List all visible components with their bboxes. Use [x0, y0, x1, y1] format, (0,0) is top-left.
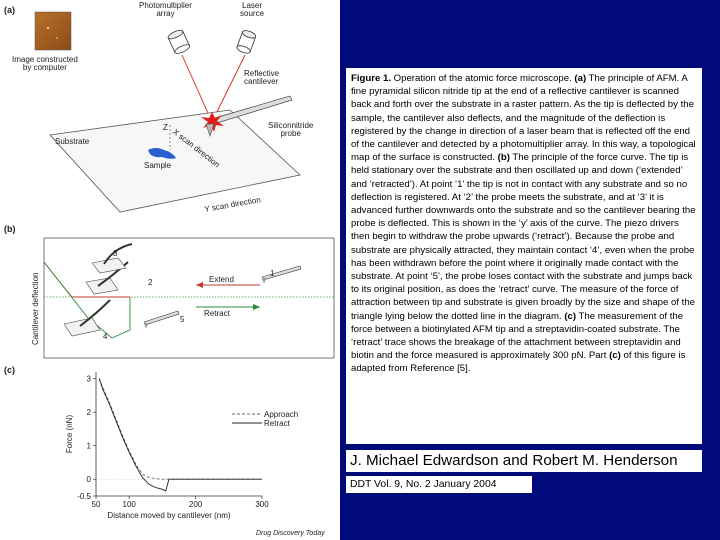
extend-label: Extend — [209, 276, 234, 284]
point-3-label: 3 — [113, 250, 117, 258]
point-5-label: 5 — [180, 316, 184, 324]
cantilever-deflection-label: Cantilever deflection — [32, 273, 40, 345]
x-axis-title: Distance moved by cantilever (nm) — [107, 511, 230, 520]
cantilever-state-1 — [262, 266, 301, 284]
y-tick-label: 0 — [87, 475, 92, 484]
caption-c-label: (c) — [564, 311, 576, 322]
cantilever-state-5 — [144, 311, 179, 329]
legend-label-retract: Retract — [264, 419, 291, 428]
panel-a-label: (a) — [4, 6, 15, 15]
y-axis-title: Force (nN) — [65, 415, 74, 454]
caption-figure-label: Figure 1. — [351, 73, 391, 84]
point-1-label: 1 — [270, 270, 274, 278]
afm-image-speck — [56, 37, 58, 39]
z-label: Z — [163, 124, 168, 132]
caption-text-2: The principle of AFM. A fine pyramidal s… — [351, 73, 696, 163]
y-tick-label: 2 — [87, 408, 92, 417]
legend-label-approach: Approach — [264, 410, 298, 419]
laser-beam-reflected — [182, 55, 212, 122]
point-4-label: 4 — [103, 333, 107, 341]
sample-label: Sample — [144, 162, 171, 170]
x-tick-label: 100 — [123, 500, 137, 509]
substrate-plane — [50, 110, 300, 212]
figure-caption: Figure 1. Operation of the atomic force … — [346, 68, 702, 444]
journal-citation: DDT Vol. 9, No. 2 January 2004 — [346, 476, 532, 493]
x-tick-label: 200 — [189, 500, 203, 509]
photomultiplier-icon — [167, 28, 191, 55]
siliconnitride-probe-label: Siliconnitride probe — [268, 122, 313, 138]
panel-b-label: (b) — [4, 225, 16, 234]
series-line-retract — [99, 379, 262, 491]
series-line-approach — [99, 379, 262, 480]
image-constructed-label: Image constructed by computer — [12, 56, 78, 72]
cantilever-state-3 — [92, 244, 132, 273]
caption-b-label: (b) — [498, 152, 510, 163]
reflective-cantilever-label: Reflective cantilever — [244, 70, 279, 86]
substrate-label: Substrate — [55, 138, 89, 146]
authors: J. Michael Edwardson and Robert M. Hende… — [346, 450, 702, 472]
retract-arrowhead — [253, 304, 260, 310]
laser-source-label: Laser source — [240, 2, 264, 18]
point-2-label: 2 — [148, 279, 152, 287]
y-tick-label: 3 — [87, 375, 92, 384]
caption-c-label-2: (c) — [609, 350, 621, 361]
cantilever — [215, 96, 292, 123]
laser-source-icon — [236, 29, 257, 54]
caption-text-1: Operation of the atomic force microscope… — [391, 73, 574, 84]
photomultiplier-label: Photomultiplier array — [139, 2, 192, 18]
force-principle-frame — [44, 238, 334, 358]
extend-arrowhead — [196, 282, 203, 288]
afm-image-speck — [47, 27, 49, 29]
caption-text-3: The principle of the force curve. The ti… — [351, 152, 696, 321]
x-tick-label: 300 — [255, 500, 269, 509]
retract-label: Retract — [204, 310, 230, 318]
panel-c-label: (c) — [4, 366, 15, 375]
x-tick-label: 50 — [92, 500, 101, 509]
caption-a-label: (a) — [574, 73, 586, 84]
y-tick-label: -0.5 — [77, 492, 91, 501]
afm-image-icon — [35, 12, 71, 50]
credit-label: Drug Discovery Today — [256, 530, 325, 537]
y-tick-label: 1 — [87, 442, 92, 451]
